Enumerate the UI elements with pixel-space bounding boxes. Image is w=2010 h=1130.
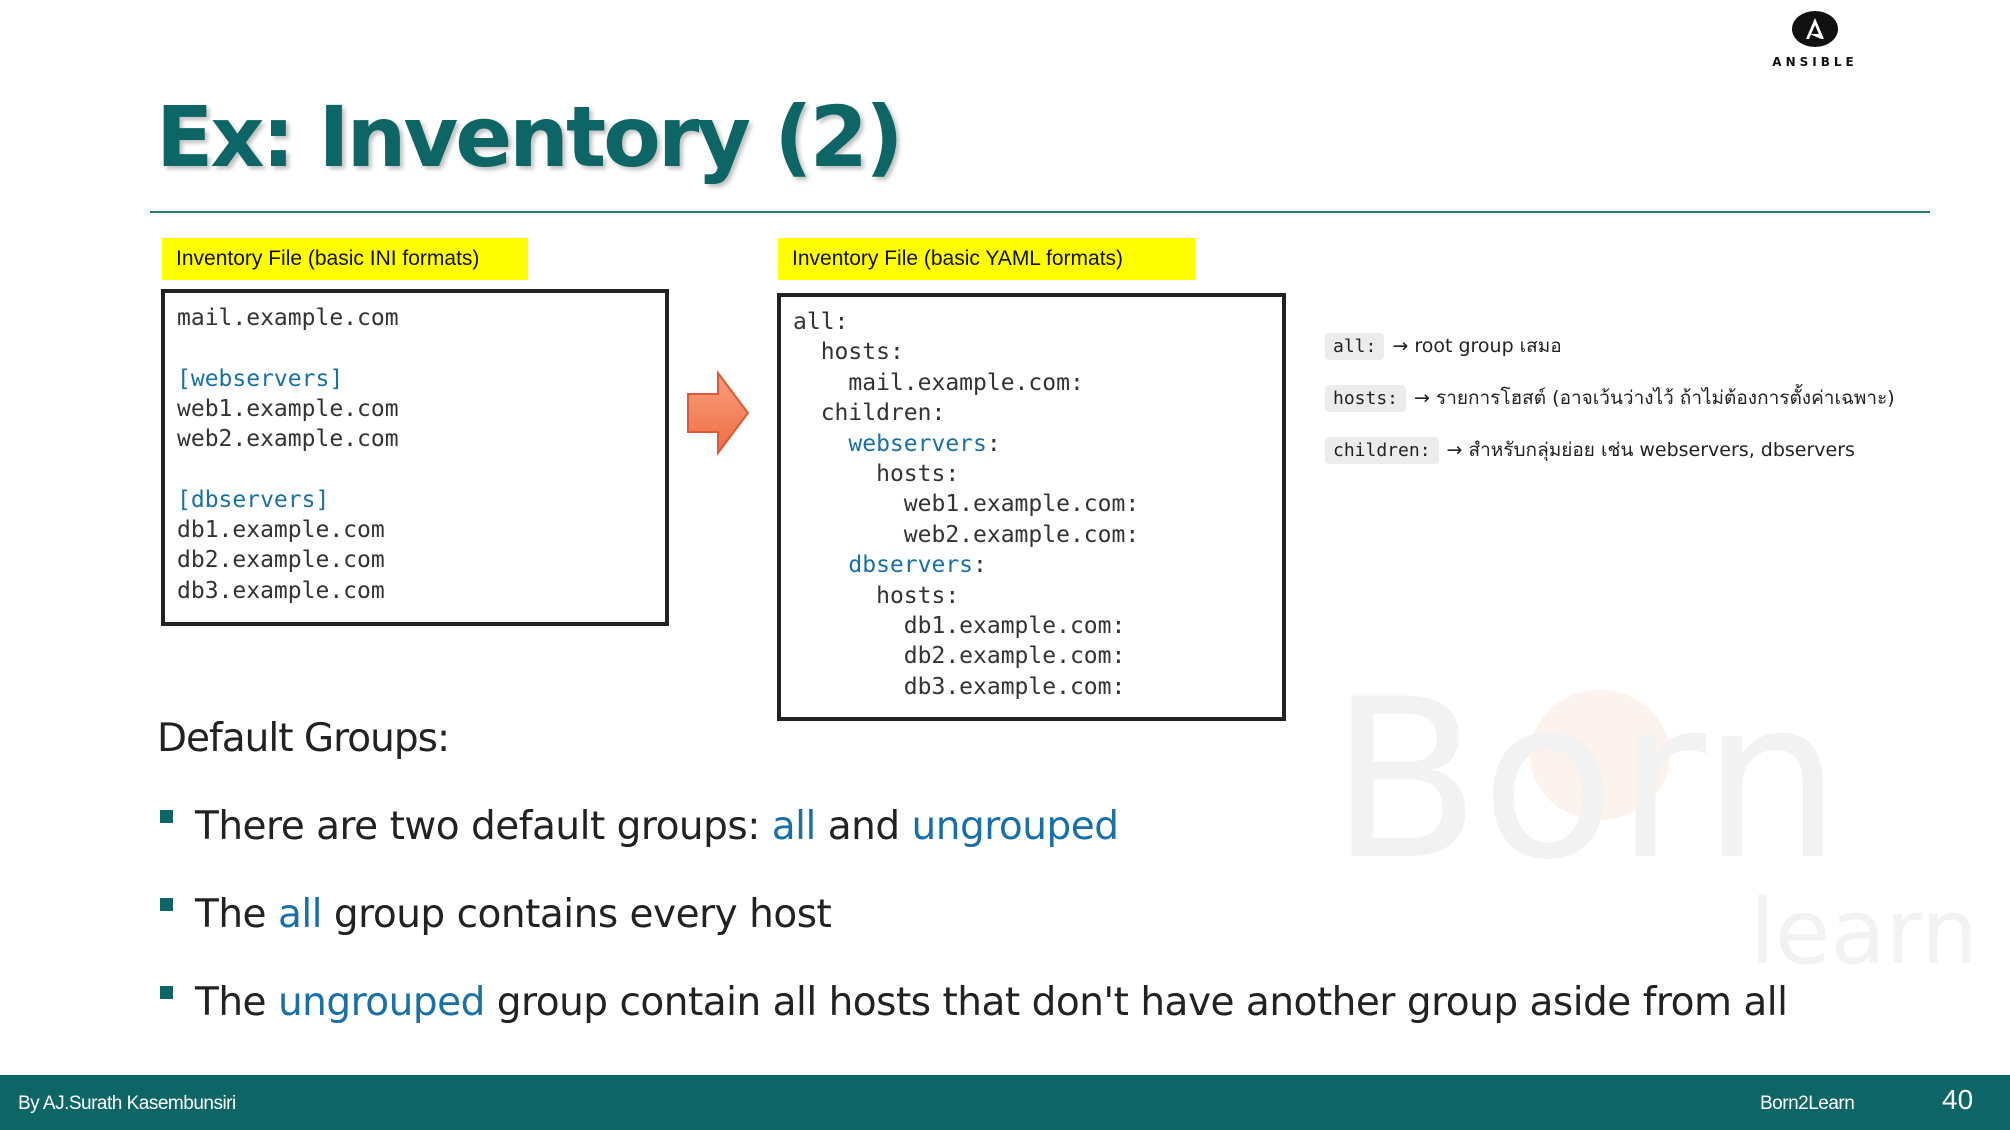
- ini-code-line: db2.example.com: [177, 547, 385, 574]
- ini-code-line: mail.example.com: [177, 305, 399, 331]
- yaml-colon: :: [986, 430, 1001, 457]
- yaml-key: hosts:: [876, 460, 960, 487]
- bullet-highlight: all: [771, 804, 817, 849]
- bullet-text: The: [195, 980, 278, 1025]
- yaml-key: webservers: [848, 430, 987, 457]
- note-all: all: → root group เสมอ: [1325, 330, 1562, 362]
- bullet-text: group contain all hosts that don't have …: [484, 980, 1788, 1025]
- watermark-blob: [1530, 690, 1670, 820]
- yaml-key: db2.example.com:: [903, 643, 1126, 670]
- note-text: → root group เสมอ: [1392, 335, 1562, 357]
- yaml-key: mail.example.com:: [848, 369, 1084, 396]
- yaml-key: hosts:: [820, 339, 904, 366]
- yaml-colon: :: [973, 552, 987, 579]
- ini-code-line: [webservers]: [177, 365, 344, 392]
- note-hosts: hosts: → รายการโฮสต์ (อาจเว้นว่างไว้ ถ้าไ…: [1325, 382, 1895, 414]
- yaml-code-line: db3.example.com:: [793, 672, 1270, 702]
- default-groups-heading: Default Groups:: [157, 716, 450, 761]
- yaml-key: dbservers: [848, 552, 974, 579]
- yaml-key: db3.example.com:: [903, 673, 1126, 700]
- page-number: 40: [1942, 1084, 1974, 1115]
- bullet-item: There are two default groups: all and un…: [160, 804, 1119, 849]
- footer-brand: Born2Learn: [1760, 1093, 1855, 1114]
- ini-code-line: web1.example.com: [177, 395, 399, 422]
- bullet-square-icon: [160, 898, 173, 911]
- yaml-code-box: all: hosts: mail.example.com: children: …: [777, 293, 1286, 721]
- bullet-square-icon: [160, 810, 173, 823]
- ini-panel-label: Inventory File (basic INI formats): [162, 238, 528, 280]
- watermark-small-text: learn: [1750, 880, 1978, 985]
- yaml-code-line: db1.example.com:: [793, 611, 1270, 641]
- ansible-logo-icon: [1792, 11, 1838, 47]
- yaml-code-line: hosts:: [793, 459, 1270, 489]
- bullet-text: group contains every host: [322, 892, 832, 937]
- ini-code-line: [177, 333, 653, 363]
- bullet-highlight: all: [277, 892, 323, 937]
- yaml-panel-label: Inventory File (basic YAML formats): [778, 238, 1195, 280]
- ansible-logo: ANSIBLE: [1760, 10, 1870, 69]
- yaml-key: hosts:: [876, 582, 960, 609]
- yaml-code-line: web1.example.com:: [793, 489, 1270, 519]
- yaml-code-line: mail.example.com:: [793, 368, 1270, 398]
- yaml-code-line: db2.example.com:: [793, 641, 1270, 671]
- ini-code-box: mail.example.com [webservers] web1.example…: [161, 289, 669, 626]
- ini-code-line: [177, 454, 653, 484]
- yaml-code-line: children:: [793, 398, 1270, 428]
- ansible-logo-text: ANSIBLE: [1772, 55, 1858, 69]
- yaml-code-line: hosts:: [793, 581, 1270, 611]
- yaml-key: web1.example.com:: [903, 491, 1140, 518]
- yaml-key: web2.example.com:: [903, 521, 1140, 548]
- yaml-code-line: dbservers:: [793, 550, 1270, 580]
- note-text: → สำหรับกลุ่มย่อย เช่น webservers, dbser…: [1446, 439, 1855, 461]
- bullet-highlight: ungrouped: [277, 980, 485, 1025]
- yaml-key: db1.example.com:: [903, 612, 1126, 639]
- footer-bar: By AJ.Surath Kasembunsiri Born2Learn 40: [0, 1075, 2010, 1130]
- bullet-text: and: [815, 804, 912, 849]
- note-children: children: → สำหรับกลุ่มย่อย เช่น webserve…: [1325, 434, 1855, 466]
- ini-code-line: web2.example.com: [177, 426, 399, 453]
- watermark-text: Born: [1330, 652, 1842, 908]
- ini-code-line: db3.example.com: [177, 577, 385, 604]
- note-text: → รายการโฮสต์ (อาจเว้นว่างไว้ ถ้าไม่ต้อง…: [1414, 387, 1895, 409]
- right-arrow-icon: [687, 370, 750, 456]
- yaml-key: children:: [820, 400, 946, 427]
- yaml-code-line: web2.example.com:: [793, 520, 1270, 550]
- yaml-key: all:: [793, 309, 849, 335]
- yaml-code-line: hosts:: [793, 337, 1270, 367]
- bullet-text: The: [195, 892, 278, 937]
- bullet-square-icon: [160, 986, 173, 999]
- yaml-code-line: webservers:: [793, 429, 1270, 459]
- bullet-item: The ungrouped group contain all hosts th…: [160, 980, 1788, 1025]
- slide-title: Ex: Inventory (2): [156, 88, 903, 186]
- footer-author: By AJ.Surath Kasembunsiri: [18, 1093, 236, 1114]
- note-code: hosts:: [1325, 385, 1407, 412]
- note-code: children:: [1325, 437, 1439, 464]
- title-divider: [150, 211, 1930, 213]
- yaml-code-line: all:: [793, 307, 1270, 337]
- bullet-item: The all group contains every host: [160, 892, 832, 937]
- ini-code-line: [dbservers]: [177, 486, 330, 513]
- ini-code-line: db1.example.com: [177, 517, 385, 544]
- bullet-text: There are two default groups:: [195, 804, 772, 849]
- note-code: all:: [1325, 333, 1385, 360]
- bullet-highlight: ungrouped: [911, 804, 1119, 849]
